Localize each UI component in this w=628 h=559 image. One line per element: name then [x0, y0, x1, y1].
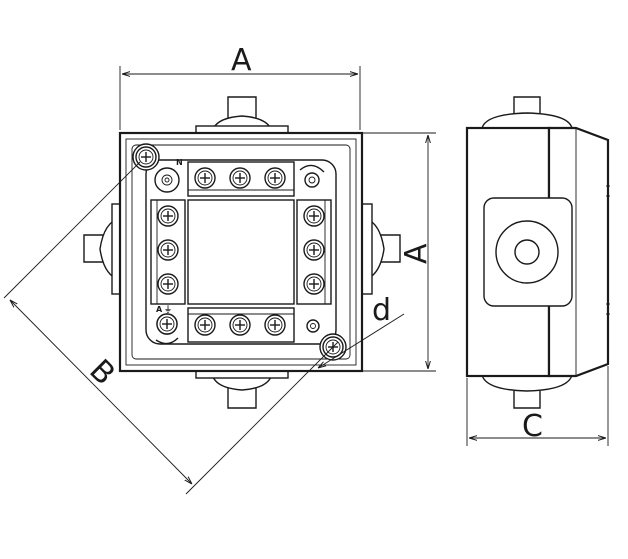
terminal-strip-bottom: [187, 307, 295, 343]
side-gland-top: [481, 96, 573, 129]
corner-boss-top-left: [154, 167, 180, 193]
dimension-c: C: [466, 366, 609, 446]
dimension-label-b: B: [82, 353, 121, 392]
side-view: C: [465, 96, 610, 446]
dimension-label-d: d: [372, 293, 391, 328]
mark-live: A: [156, 305, 163, 314]
dimension-label-a-right: A: [399, 243, 434, 264]
side-entry-inner: [514, 239, 540, 265]
side-gland-bottom: [481, 374, 573, 409]
dimension-d-hole: d: [318, 293, 405, 368]
dimension-a-right: A: [362, 132, 436, 372]
fixing-hole-top-left: [132, 143, 160, 171]
cable-gland-bottom: [195, 367, 289, 409]
corner-boss-top-right: [299, 164, 325, 188]
cable-gland-right: [361, 203, 401, 295]
front-view: N A ⏚ A A B d: [3, 43, 436, 495]
mark-earth: ⏚: [164, 305, 172, 314]
terminal-block-center: [187, 199, 295, 305]
dimension-label-c: C: [522, 409, 543, 444]
mark-neutral: N: [176, 158, 183, 167]
corner-boss-bottom-right: [306, 319, 320, 333]
terminal-strip-right: [296, 199, 332, 305]
cable-gland-left: [83, 203, 123, 295]
terminal-strip-top: [187, 161, 295, 197]
cable-gland-top: [195, 96, 289, 137]
dimension-a-top: A: [119, 43, 361, 130]
terminal-block-frame: [145, 159, 337, 345]
terminal-strip-left: [150, 199, 186, 305]
dimension-label-a-top: A: [231, 43, 252, 78]
